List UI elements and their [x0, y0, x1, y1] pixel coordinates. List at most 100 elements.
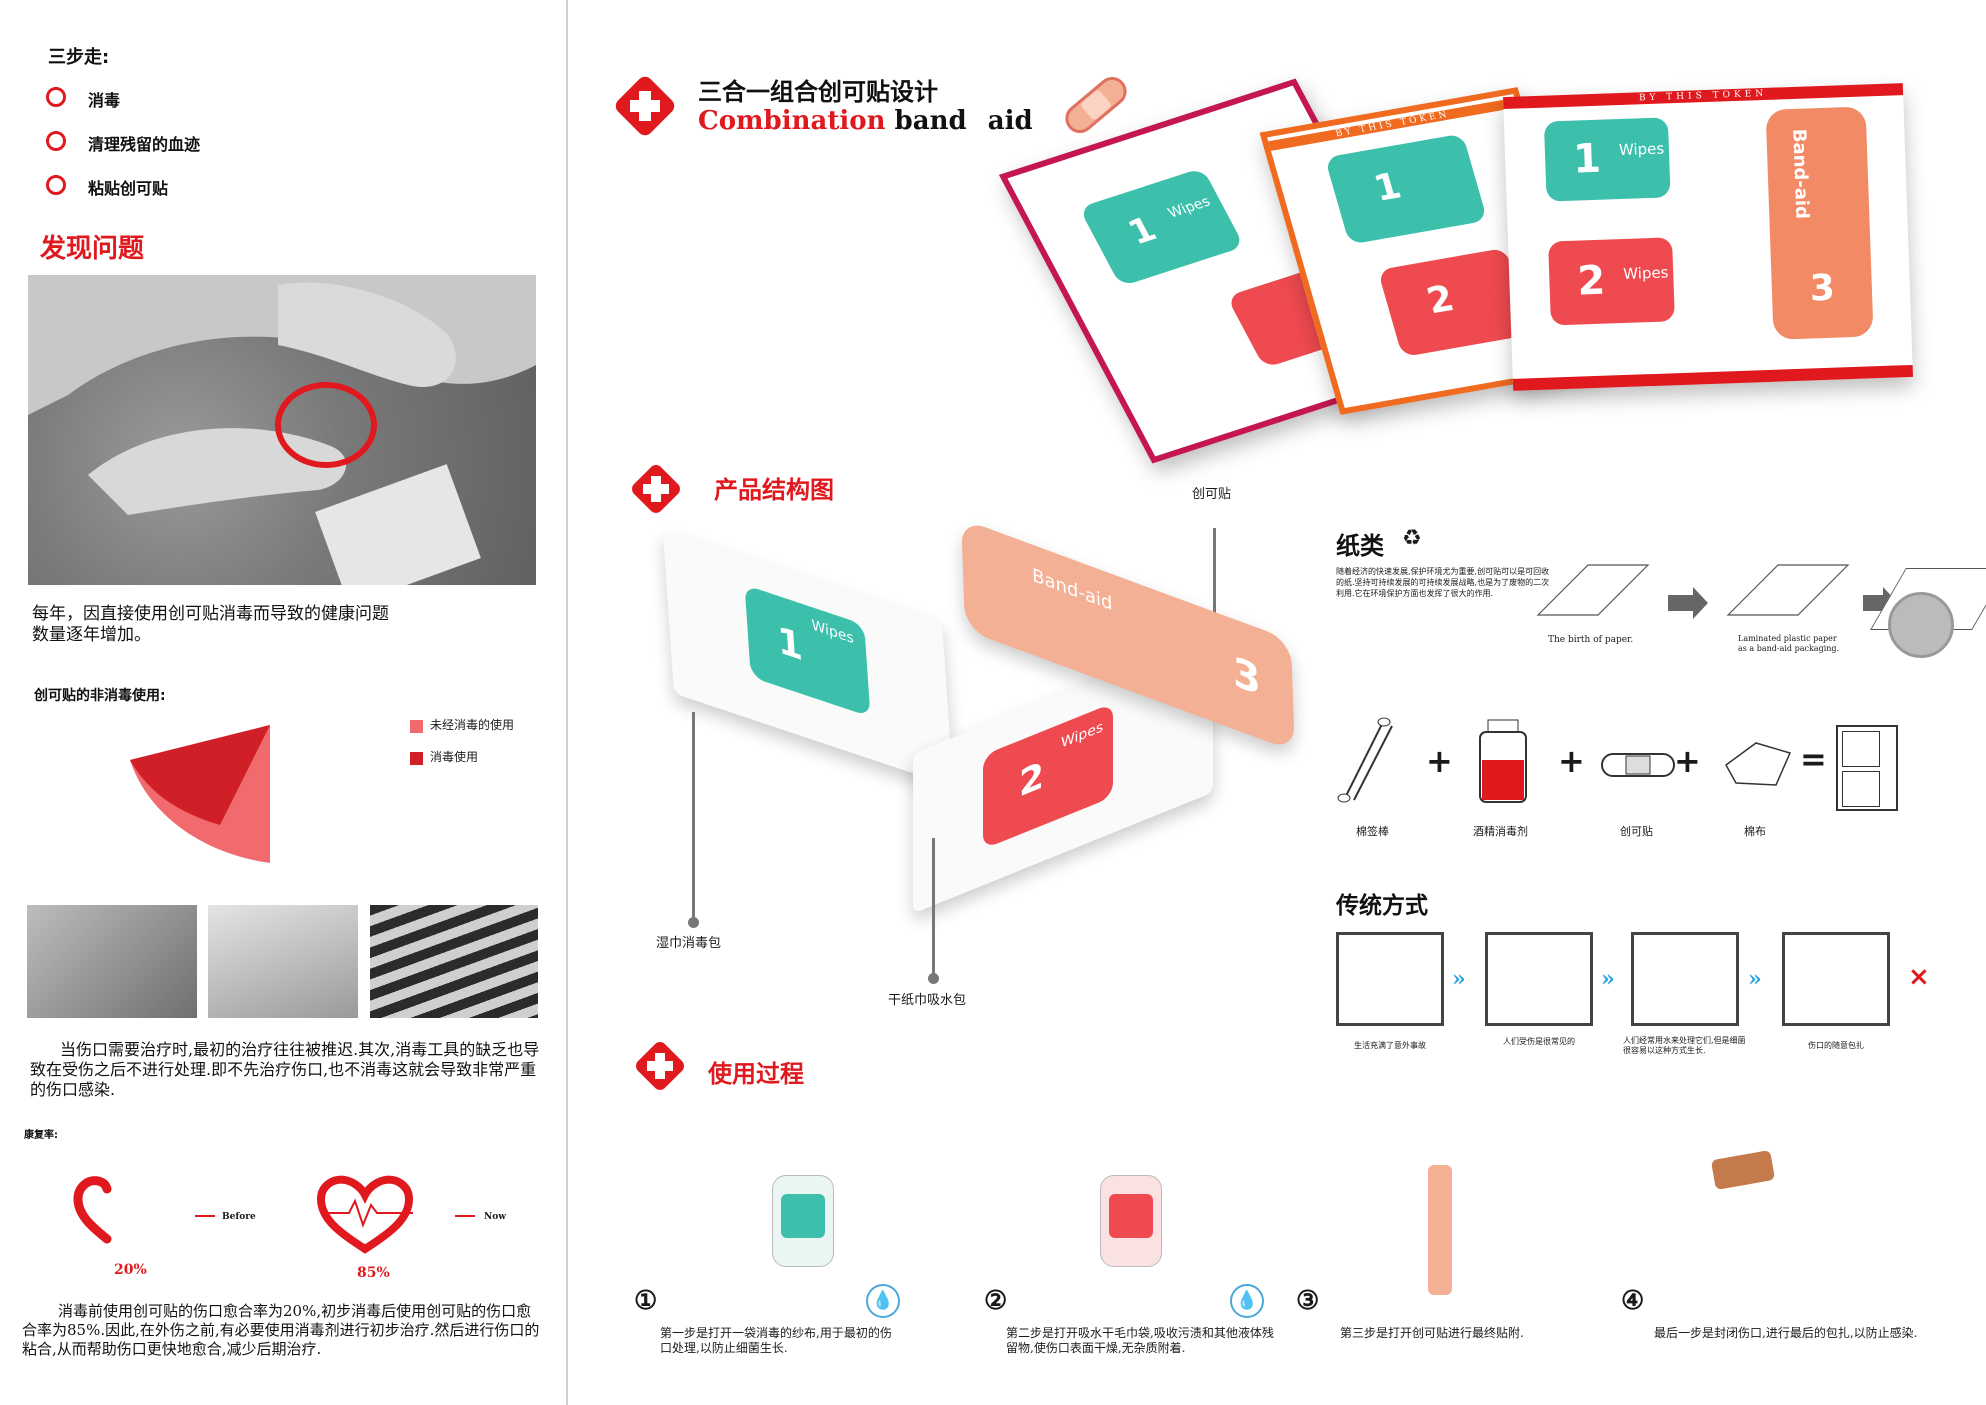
healed-heart-icon	[316, 1175, 414, 1254]
recovery-text: 消毒前使用创可贴的伤口愈合率为20%,初步消毒后使用创可贴的伤口愈合率为85%.…	[22, 1302, 540, 1358]
bandaid-label: Band-aid	[1788, 128, 1813, 220]
before-label: Before	[222, 1212, 256, 1222]
pouch-number: 2	[1576, 257, 1607, 305]
recycle-icon: ♻	[1402, 526, 1422, 551]
paper-title: 纸类	[1336, 532, 1384, 560]
arrow-line-icon	[195, 1215, 215, 1217]
pouch-number: 1	[776, 619, 804, 670]
traditional-caption-1: 生活充满了意外事故	[1354, 1041, 1426, 1050]
traditional-title: 传统方式	[1336, 893, 1428, 919]
label-wet: 湿巾消毒包	[656, 936, 722, 951]
tweezers-photo	[208, 905, 358, 1018]
plus-sign: +	[1558, 742, 1585, 780]
magnifier-circle	[1888, 592, 1954, 658]
recovery-title: 康复率:	[24, 1130, 58, 1141]
step-number-3: ③	[1296, 1286, 1320, 1316]
usage-illustration-3	[1318, 1115, 1548, 1295]
structure-title: 产品结构图	[714, 476, 834, 504]
equation-label-1: 棉签棒	[1356, 825, 1389, 838]
step-number-4: ④	[1621, 1286, 1645, 1316]
dry-pouch-exploded: 2 Wipes	[983, 702, 1113, 850]
problem-text: 每年，因直接使用创可贴消毒而导致的健康问题数量逐年增加。	[32, 604, 389, 645]
traditional-frame-4	[1782, 932, 1890, 1026]
traditional-caption-2: 人们受伤是很常见的	[1503, 1037, 1575, 1046]
usage-illustration-4	[1653, 1115, 1883, 1295]
legend-label: 未经消毒的使用	[430, 718, 515, 732]
legend-label: 消毒使用	[430, 750, 479, 764]
child-arm-photo	[370, 905, 538, 1018]
traditional-frame-3	[1631, 932, 1739, 1026]
combined-package-icon	[1836, 725, 1898, 811]
title-cn: 三合一组合创可贴设计	[698, 78, 938, 106]
laminated-label: Laminated plastic paper as a band-aid pa…	[1738, 634, 1840, 653]
callout-dot	[928, 973, 939, 984]
arrow-right-icon: »	[1748, 966, 1762, 992]
callout-line	[932, 838, 935, 978]
pouch-number: 2	[1019, 754, 1045, 806]
pouch-number: 1	[1369, 165, 1406, 210]
arrow-line-icon	[455, 1215, 475, 1217]
rate-now: 85%	[357, 1265, 390, 1281]
traditional-caption-3: 人们经常用水来处理它们,但是细菌很容易以这种方式生长.	[1623, 1036, 1746, 1055]
label-bandaid: 创可贴	[1192, 487, 1232, 502]
finger-photo	[28, 275, 536, 585]
water-drop-icon: 💧	[1230, 1284, 1264, 1318]
label-dry: 干纸巾吸水包	[888, 993, 967, 1008]
bandage-on-finger	[1710, 1150, 1776, 1190]
equation-label-3: 创可贴	[1620, 825, 1653, 838]
usage-illustration-2	[1000, 1115, 1230, 1295]
wipes-pouch-exploded: 1 Wipes	[744, 584, 871, 717]
wipes-pouch-2: 1	[1324, 133, 1488, 245]
wipes-pouch-small	[772, 1175, 834, 1267]
pouch-number: 3	[1232, 648, 1262, 706]
pouch-label: Wipes	[811, 616, 855, 648]
pie-slice-sterilized	[130, 725, 270, 825]
pouch-number: 3	[1809, 267, 1836, 310]
pouch-label: Wipes	[1618, 139, 1665, 160]
callout-line	[1213, 528, 1216, 668]
step-label: 清理残留的血迹	[88, 135, 201, 154]
broken-heart-icon	[73, 1176, 112, 1244]
alcohol-bottle-icon	[1479, 719, 1527, 803]
dry-mark	[1109, 1194, 1153, 1238]
now-label: Now	[484, 1212, 506, 1222]
arrow-right-icon: »	[1452, 966, 1466, 992]
step-text-1: 第一步是打开一袋消毒的纱布,用于最初的伤口处理,以防止细菌生长.	[660, 1326, 892, 1355]
pouch-label: Wipes	[1061, 718, 1104, 752]
step-number-1: ①	[634, 1286, 658, 1316]
bandaid-pouch: Band-aid 3	[1765, 106, 1874, 340]
infection-text: 当伤口需要治疗时,最初的治疗往往被推迟.其次,消毒工具的缺乏也导致在受伤之后不进…	[30, 1040, 540, 1099]
equation-label-4: 棉布	[1744, 825, 1766, 838]
pouch-number: 1	[1121, 209, 1164, 253]
plus-sign: +	[1674, 742, 1701, 780]
title-en-1: Combination	[698, 106, 886, 136]
cotton-swab-icon	[1337, 717, 1393, 803]
bandaid-label: Band-aid	[1031, 564, 1113, 616]
wipes-pouch-1: 1 Wipes	[1078, 167, 1245, 287]
pouch-label: Wipes	[1622, 263, 1669, 283]
step-text-2: 第二步是打开吸水干毛巾袋,吸收污渍和其他液体残留物,使伤口表面干燥,无杂质附着.	[1006, 1326, 1274, 1355]
step-label: 粘贴创可贴	[88, 179, 169, 198]
cross-icon: ×	[1908, 962, 1930, 992]
usage-title: 使用过程	[708, 1060, 804, 1088]
paper-process-diagram	[1536, 564, 1898, 619]
step-label: 消毒	[88, 91, 121, 110]
cotton-cloth-icon	[1725, 742, 1792, 786]
pouch-number: 1	[1572, 135, 1602, 183]
step-text-4: 最后一步是封闭伤口,进行最后的包扎,以防止感染.	[1654, 1326, 1918, 1340]
circle-bullet-icon	[46, 175, 66, 195]
first-aid-kit-photo	[27, 905, 197, 1018]
birth-label: The birth of paper.	[1548, 635, 1634, 645]
bandage-icon	[1065, 77, 1127, 133]
plus-sign: +	[1426, 742, 1453, 780]
compartment-2	[1842, 771, 1880, 807]
chart-title: 创可贴的非消毒使用:	[34, 688, 166, 704]
token-strip: BY THIS TOKEN	[1638, 88, 1768, 104]
wet-wipe-pack: 1 Wipes	[662, 529, 954, 787]
compartment-1	[1842, 731, 1880, 767]
wipes-pouch-3: 1 Wipes	[1543, 117, 1671, 202]
traditional-frame-2	[1485, 932, 1593, 1026]
band-aid-icon	[1601, 753, 1675, 777]
title-en-3: aid	[987, 106, 1033, 136]
bandaid-strip	[1428, 1165, 1452, 1295]
